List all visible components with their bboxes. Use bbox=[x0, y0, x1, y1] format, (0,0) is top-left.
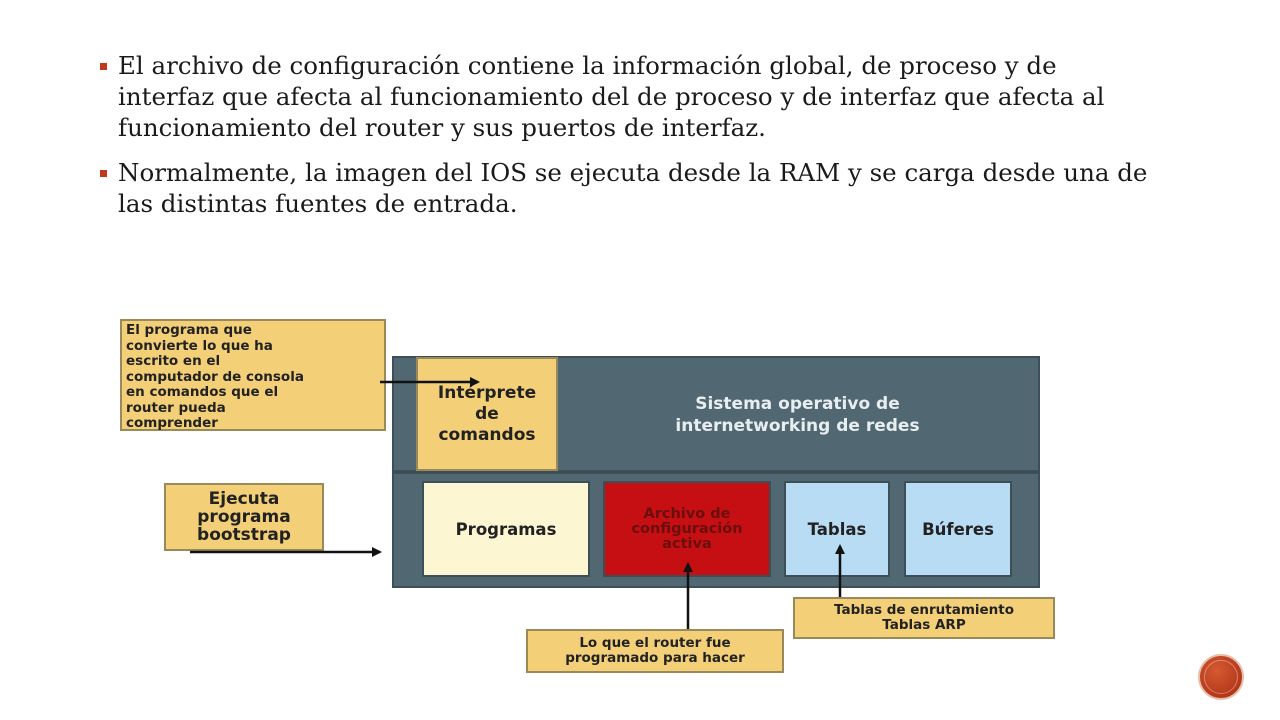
config-line: configuración bbox=[631, 520, 743, 537]
bullet-item: Normalmente, la imagen del IOS se ejecut… bbox=[100, 157, 1160, 219]
bullet-square-icon bbox=[100, 63, 107, 70]
bullet-square-icon bbox=[100, 170, 107, 177]
buffers-label: Búferes bbox=[922, 519, 994, 539]
callout-line: escrito en el bbox=[126, 353, 221, 369]
callout-config: Lo que el router fue programado para hac… bbox=[526, 629, 784, 673]
callout-bootstrap: Ejecuta programa bootstrap bbox=[164, 483, 324, 551]
callout-line: El programa que bbox=[126, 322, 252, 338]
os-frame-divider bbox=[392, 470, 1040, 474]
config-line: Archivo de bbox=[643, 505, 731, 522]
callout-tables: Tablas de enrutamiento Tablas ARP bbox=[793, 597, 1055, 639]
callout-line: Tablas de enrutamiento bbox=[833, 601, 1015, 618]
callout-line: convierte lo que ha bbox=[126, 337, 273, 354]
bullet-item: El archivo de configuración contiene la … bbox=[100, 50, 1160, 143]
programs-module: Programas bbox=[422, 481, 590, 577]
callout-line: Lo que el router fue bbox=[579, 634, 731, 651]
interpreter-box: Intérprete de comandos bbox=[416, 357, 558, 471]
os-title: Sistema operativo de internetworking de … bbox=[570, 380, 1025, 450]
callout-line: Ejecuta bbox=[208, 489, 280, 509]
os-title-line: Sistema operativo de bbox=[695, 394, 900, 414]
interpreter-line: Intérprete bbox=[437, 382, 537, 403]
os-title-line: internetworking de redes bbox=[675, 416, 920, 436]
buffers-module: Búferes bbox=[904, 481, 1012, 577]
tables-module: Tablas bbox=[784, 481, 890, 577]
bullet-text: Normalmente, la imagen del IOS se ejecut… bbox=[118, 158, 1148, 218]
callout-line: Tablas ARP bbox=[882, 617, 966, 633]
config-module: Archivo de configuración activa bbox=[603, 481, 771, 577]
bullet-list: El archivo de configuración contiene la … bbox=[100, 50, 1160, 233]
callout-line: computador de consola bbox=[126, 368, 304, 385]
callout-interpreter: El programa que convierte lo que ha escr… bbox=[120, 319, 386, 431]
interpreter-line: de bbox=[475, 403, 499, 424]
callout-line: programa bbox=[197, 507, 291, 527]
interpreter-line: comandos bbox=[438, 424, 536, 445]
callout-line: bootstrap bbox=[197, 525, 291, 545]
callout-line: router pueda bbox=[126, 399, 226, 416]
bullet-text: El archivo de configuración contiene la … bbox=[118, 51, 1105, 142]
callout-line: programado para hacer bbox=[565, 650, 745, 666]
config-line: activa bbox=[662, 535, 712, 552]
callout-line: en comandos que el bbox=[126, 384, 279, 400]
corner-circle-icon bbox=[1198, 654, 1244, 700]
tables-label: Tablas bbox=[807, 519, 867, 539]
programs-label: Programas bbox=[455, 519, 557, 539]
callout-line: comprender bbox=[126, 415, 218, 431]
